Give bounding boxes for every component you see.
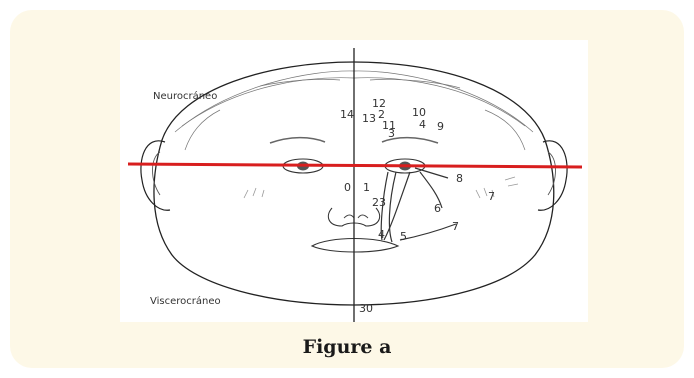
nostrils xyxy=(344,215,368,218)
figure-card: Neurocráneo Viscerocráneo 14 13 12 2 11 … xyxy=(10,10,684,368)
num-7-cheek: 7 xyxy=(488,190,495,203)
num-7-mouth: 7 xyxy=(452,220,459,233)
num-30: 30 xyxy=(359,302,373,315)
num-13: 13 xyxy=(362,112,376,125)
num-3: 3 xyxy=(388,127,395,140)
left-eyebrow xyxy=(270,138,325,143)
label-viscerocranio: Viscerocráneo xyxy=(150,295,221,307)
num-23: 23 xyxy=(372,196,386,209)
num-6: 6 xyxy=(434,202,441,215)
measurement-lines xyxy=(381,168,456,242)
num-5: 5 xyxy=(400,230,407,243)
figure-caption: Figure a xyxy=(10,336,684,358)
num-1: 1 xyxy=(363,181,370,194)
num-9: 9 xyxy=(437,120,444,133)
num-0: 0 xyxy=(344,181,351,194)
mouth xyxy=(312,239,398,253)
cheek-marks xyxy=(244,177,518,198)
horizontal-eye-line xyxy=(128,164,582,167)
num-8: 8 xyxy=(456,172,463,185)
left-ear xyxy=(141,141,170,210)
num-4-top: 4 xyxy=(419,118,426,131)
num-14: 14 xyxy=(340,108,354,121)
label-neurocranio: Neurocráneo xyxy=(153,90,217,102)
face-diagram: Neurocráneo Viscerocráneo 14 13 12 2 11 … xyxy=(120,40,588,322)
num-4-low: 4 xyxy=(378,228,385,241)
